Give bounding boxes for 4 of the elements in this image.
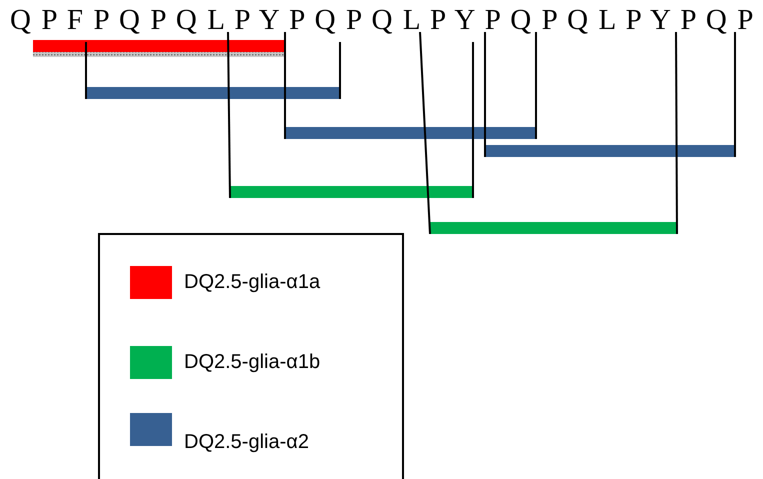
peptide-sequence: Q P F P Q P Q L P Y P Q P Q L P Y P Q P Q L P Y P Q P <box>10 3 754 38</box>
legend-label: DQ2.5-glia-α1b <box>184 350 320 374</box>
legend-label: DQ2.5-glia-α2 <box>184 430 309 454</box>
legend-label: DQ2.5-glia-α1a <box>184 270 320 294</box>
